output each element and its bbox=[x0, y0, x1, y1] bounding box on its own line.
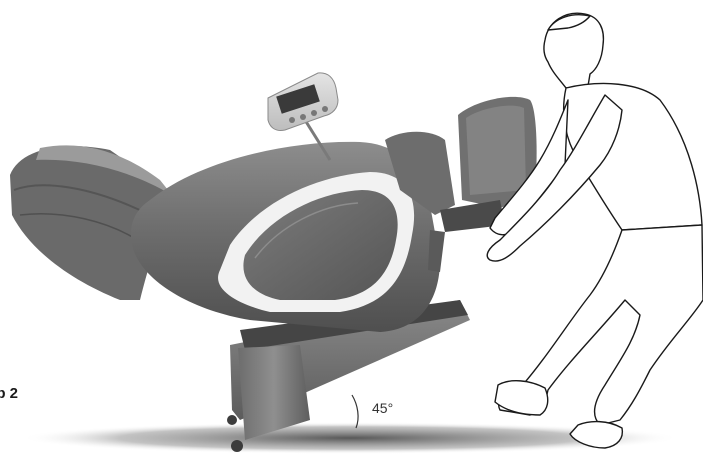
wheel-front bbox=[231, 440, 243, 452]
wheel-rear bbox=[227, 415, 237, 425]
seat-shell bbox=[131, 142, 440, 332]
step-label: ep 2 bbox=[0, 385, 18, 402]
person-figure bbox=[487, 13, 703, 448]
angle-label: 45° bbox=[372, 400, 393, 416]
